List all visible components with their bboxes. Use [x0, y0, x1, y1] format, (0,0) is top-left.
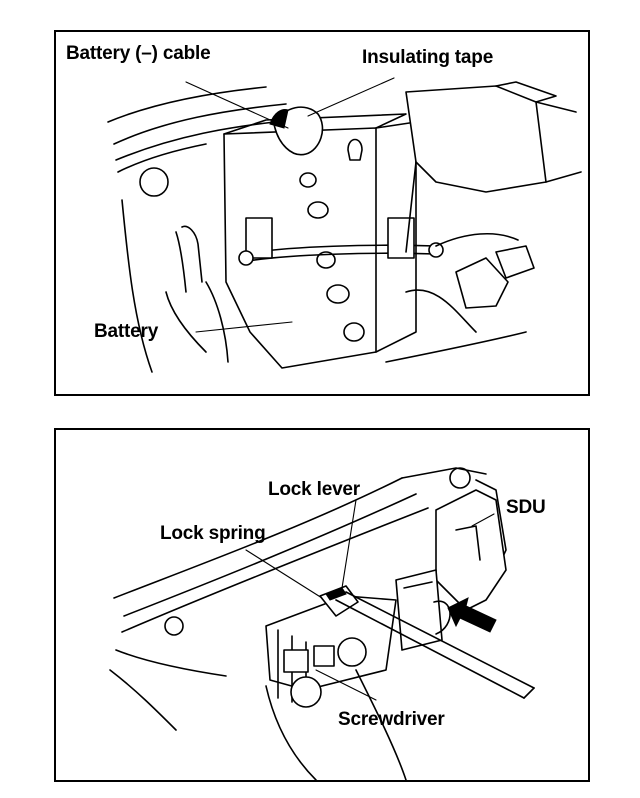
battery-cable-label: Battery (–) cable	[66, 43, 211, 64]
sdu-lock-release-figure: Lock lever SDU Lock spring Screwdriver	[54, 428, 590, 782]
battery-disconnect-figure: Battery (–) cable Insulating tape Batter…	[54, 30, 590, 396]
sdu-label: SDU	[506, 497, 546, 518]
screwdriver-label: Screwdriver	[338, 709, 445, 730]
lock-spring-label: Lock spring	[160, 523, 266, 544]
battery-illustration	[107, 77, 582, 373]
lock-lever-label: Lock lever	[268, 479, 360, 500]
battery-label: Battery	[94, 321, 159, 342]
sdu-illustration	[109, 467, 535, 780]
insulating-tape-label: Insulating tape	[362, 47, 494, 68]
